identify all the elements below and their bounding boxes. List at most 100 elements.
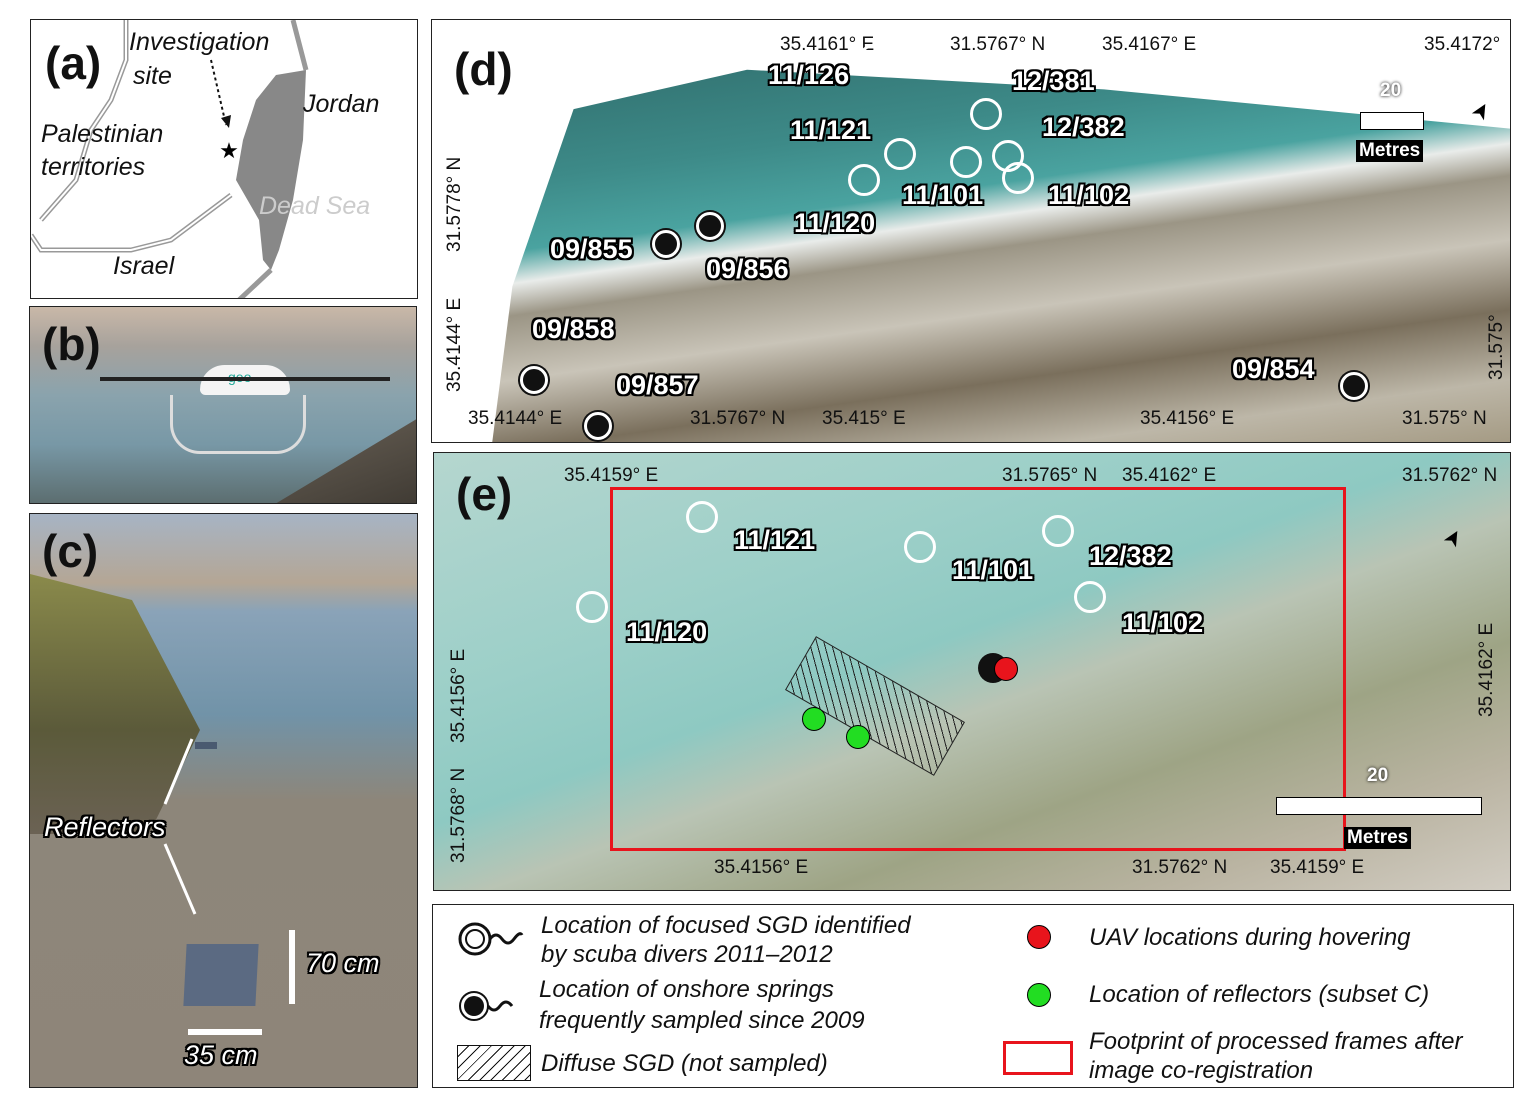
site-label: 09/854 xyxy=(1232,354,1315,384)
panel-c-reflector-photo: (c) Reflectors 70 cm 35 cm xyxy=(29,513,418,1088)
focused-sgd-icon xyxy=(1042,515,1074,547)
coord-label: 31.5767° N xyxy=(690,408,786,429)
coord-label: 35.4172° xyxy=(1424,34,1501,55)
onshore-spring-icon xyxy=(696,212,724,240)
site-label: 11/102 xyxy=(1122,608,1204,638)
site-label: 12/381 xyxy=(1012,66,1095,96)
coord-label: 35.4161° E xyxy=(780,34,875,55)
label-palestinian: Palestinian xyxy=(41,120,164,148)
site-label: 11/120 xyxy=(626,617,708,647)
site-label: 11/120 xyxy=(794,208,876,238)
coord-label: 35.4144° E xyxy=(444,297,465,392)
site-label: 12/382 xyxy=(1042,112,1125,142)
scale-unit: Metres xyxy=(1356,140,1424,162)
coord-label: 35.4162° E xyxy=(1122,465,1217,486)
legend-label: by scuba divers 2011–2012 xyxy=(541,941,833,968)
label-israel: Israel xyxy=(113,252,175,280)
onshore-spring-icon xyxy=(520,366,548,394)
coord-label: 31.5767° N xyxy=(950,34,1046,55)
coord-label: 35.4144° E xyxy=(468,408,563,429)
diffuse-sgd-legend-icon xyxy=(457,1045,531,1081)
panel-label: (a) xyxy=(45,37,102,89)
label-site: site xyxy=(133,62,172,90)
scale-unit: Metres xyxy=(1344,827,1412,849)
coord-label: 31.5778° N xyxy=(444,156,465,252)
coord-label: 31.5765° N xyxy=(1002,465,1098,486)
coord-label: 31.5762° N xyxy=(1132,857,1228,878)
north-arrow-icon: ➤ xyxy=(1437,523,1469,552)
panel-e-aerial-map: (e) 35.4159° E 31.5765° N 35.4162° E 31.… xyxy=(433,452,1511,891)
focused-sgd-icon xyxy=(858,44,890,76)
legend-label: Location of onshore springs xyxy=(539,976,834,1003)
coord-label: 35.4159° E xyxy=(564,465,659,486)
site-label: 12/382 xyxy=(1089,541,1172,571)
coord-label: 35.415° E xyxy=(822,408,906,429)
coord-label: 31.575° N xyxy=(1402,408,1487,429)
label-dead-sea: Dead Sea xyxy=(259,192,371,220)
coord-label: 35.4156° E xyxy=(448,648,469,743)
reflector xyxy=(195,742,217,749)
site-label: 11/126 xyxy=(768,60,850,90)
scale-bar xyxy=(1276,797,1482,815)
focused-sgd-icon xyxy=(848,164,880,196)
panel-label: (d) xyxy=(454,43,513,95)
focused-sgd-icon xyxy=(884,138,916,170)
onshore-spring-icon xyxy=(1340,372,1368,400)
focused-sgd-icon xyxy=(970,98,1002,130)
site-label: 09/857 xyxy=(616,370,699,400)
focused-sgd-icon xyxy=(1002,162,1034,194)
site-label: 11/121 xyxy=(734,525,816,555)
scale-value: 20 xyxy=(1367,765,1389,786)
footprint-rectangle xyxy=(610,487,1346,851)
legend-label: Footprint of processed frames after xyxy=(1089,1028,1463,1055)
label-territories: territories xyxy=(41,153,146,181)
scale-value: 20 xyxy=(1380,80,1402,101)
coord-label: 35.4159° E xyxy=(1270,857,1365,878)
panel-b-drone-photo: geo (b) xyxy=(29,306,417,504)
dead-sea-shape xyxy=(236,70,306,270)
site-label: 09/856 xyxy=(706,254,789,284)
site-label: 11/121 xyxy=(790,115,872,145)
focused-sgd-icon xyxy=(576,591,608,623)
focused-sgd-icon xyxy=(950,146,982,178)
reflector-marker xyxy=(802,707,826,731)
legend: Location of focused SGD identified by sc… xyxy=(432,904,1514,1088)
focused-sgd-legend-icon xyxy=(458,922,524,956)
north-arrow-icon: ➤ xyxy=(1465,96,1497,125)
panel-label: (c) xyxy=(42,525,99,577)
legend-label: frequently sampled since 2009 xyxy=(539,1007,865,1034)
panel-a-location-map: ★ (a) Investigation site Jordan Palestin… xyxy=(30,19,418,299)
reflector-marker xyxy=(846,725,870,749)
scale-vertical: 70 cm xyxy=(306,948,380,978)
coord-label: 31.5762° N xyxy=(1402,465,1498,486)
location-map-shapes: ★ xyxy=(31,20,309,298)
coord-label: 35.4167° E xyxy=(1102,34,1197,55)
legend-label: UAV locations during hovering xyxy=(1089,924,1411,951)
legend-label: Location of reflectors (subset C) xyxy=(1089,981,1430,1008)
legend-label: Diffuse SGD (not sampled) xyxy=(541,1050,828,1077)
scale-horizontal: 35 cm xyxy=(184,1040,258,1070)
site-label: 11/101 xyxy=(952,555,1034,585)
site-label: 11/101 xyxy=(902,180,984,210)
onshore-spring-icon xyxy=(584,412,612,440)
legend-label: image co-registration xyxy=(1089,1057,1314,1084)
site-label: 11/102 xyxy=(1048,180,1130,210)
uav-legend-icon xyxy=(1027,925,1051,949)
label-jordan: Jordan xyxy=(303,90,380,118)
label-reflectors: Reflectors xyxy=(44,812,166,842)
uav-location-marker xyxy=(994,657,1018,681)
panel-d-aerial-map: (d) 35.4161° E 31.5767° N 35.4167° E 35.… xyxy=(431,19,1511,443)
site-label: 09/858 xyxy=(532,314,615,344)
panel-label: (e) xyxy=(456,468,513,520)
focused-sgd-icon xyxy=(1074,581,1106,613)
site-label: 09/855 xyxy=(550,234,633,264)
coord-label: 31.5768° N xyxy=(448,767,469,863)
coord-label: 35.4156° E xyxy=(714,857,809,878)
star-icon: ★ xyxy=(219,138,239,163)
panel-label: (b) xyxy=(42,318,101,370)
focused-sgd-icon xyxy=(904,531,936,563)
coord-label: 35.4162° E xyxy=(1476,622,1497,717)
legend-label: Location of focused SGD identified xyxy=(541,912,911,939)
label-investigation: Investigation xyxy=(129,28,270,56)
scale-bar xyxy=(1360,112,1424,130)
